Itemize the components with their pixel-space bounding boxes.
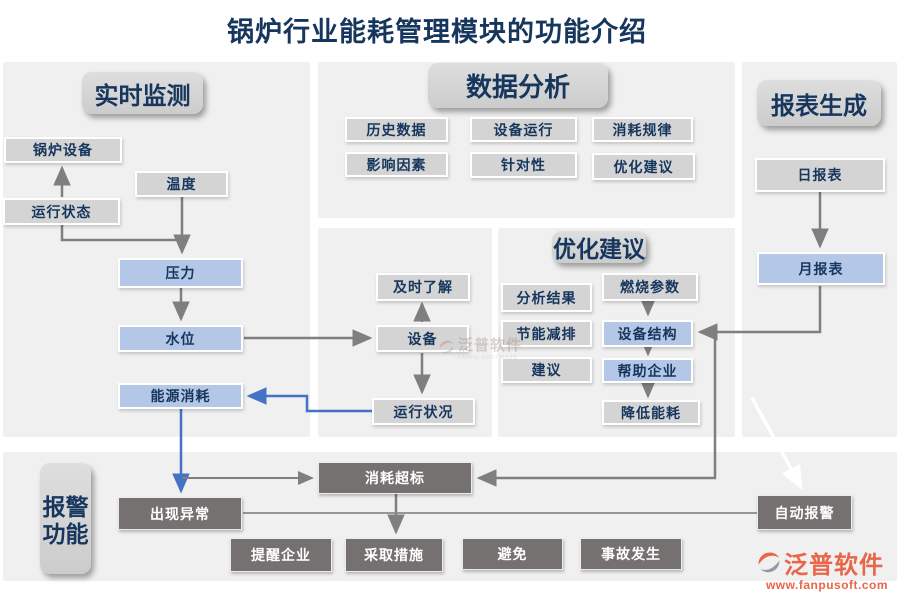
fanpu-logo: 泛普软件 www.fanpusoft.com [756, 545, 898, 592]
node-daily-report: 日报表 [755, 158, 885, 192]
watermark-subtext: FANPU SOFTWARE [458, 355, 519, 361]
header-optimization: 优化建议 [552, 231, 646, 263]
node-equipment-structure: 设备结构 [602, 320, 693, 347]
node-analysis-result: 分析结果 [501, 283, 592, 312]
page-title: 锅炉行业能耗管理模块的功能介绍 [227, 17, 647, 47]
node-timely-understanding: 及时了解 [376, 273, 470, 301]
node-equipment: 设备 [376, 325, 469, 352]
node-take-measures: 采取措施 [345, 538, 443, 572]
node-energy-consumption: 能源消耗 [118, 383, 243, 409]
node-boiler-equipment: 锅炉设备 [4, 137, 122, 163]
node-energy-saving: 节能减排 [501, 320, 592, 347]
center-watermark: 泛普软件 FANPU SOFTWARE [438, 334, 522, 361]
node-optimization-suggestion: 优化建议 [592, 153, 695, 180]
node-advice: 建议 [501, 357, 592, 383]
fanpu-logo-icon [758, 551, 780, 572]
header-realtime-monitoring: 实时监测 [82, 72, 203, 114]
node-temperature: 温度 [135, 171, 228, 197]
node-accident-occurrence: 事故发生 [580, 538, 682, 570]
header-alarm-function: 报警功能 [40, 463, 91, 574]
node-reduce-consumption: 降低能耗 [602, 400, 700, 425]
node-targeted: 针对性 [470, 152, 577, 178]
header-data-analysis: 数据分析 [428, 63, 608, 108]
node-over-consumption: 消耗超标 [318, 462, 472, 494]
node-running-condition: 运行状况 [372, 398, 475, 425]
watermark-logo-icon [439, 340, 454, 354]
node-historical-data: 历史数据 [345, 117, 448, 142]
header-report-generation: 报表生成 [757, 80, 881, 126]
node-help-enterprise: 帮助企业 [602, 358, 693, 383]
fanpu-logo-url: www.fanpusoft.com [765, 578, 889, 592]
node-pressure: 压力 [118, 258, 243, 288]
watermark-brand: 泛普软件 [458, 337, 523, 354]
node-combustion-parameters: 燃烧参数 [602, 273, 698, 301]
node-operating-state: 运行状态 [3, 198, 120, 225]
panel-realtime-monitoring [3, 62, 310, 437]
node-auto-alarm: 自动报警 [757, 495, 852, 530]
fanpu-logo-brand: 泛普软件 [784, 552, 884, 579]
node-influencing-factors: 影响因素 [345, 152, 448, 177]
node-avoid: 避免 [462, 538, 563, 570]
node-equipment-operation: 设备运行 [470, 117, 577, 142]
node-consumption-pattern: 消耗规律 [592, 117, 693, 142]
node-water-level: 水位 [118, 325, 243, 352]
node-monthly-report: 月报表 [757, 252, 885, 285]
node-remind-enterprise: 提醒企业 [230, 538, 332, 572]
node-abnormality: 出现异常 [118, 497, 242, 530]
